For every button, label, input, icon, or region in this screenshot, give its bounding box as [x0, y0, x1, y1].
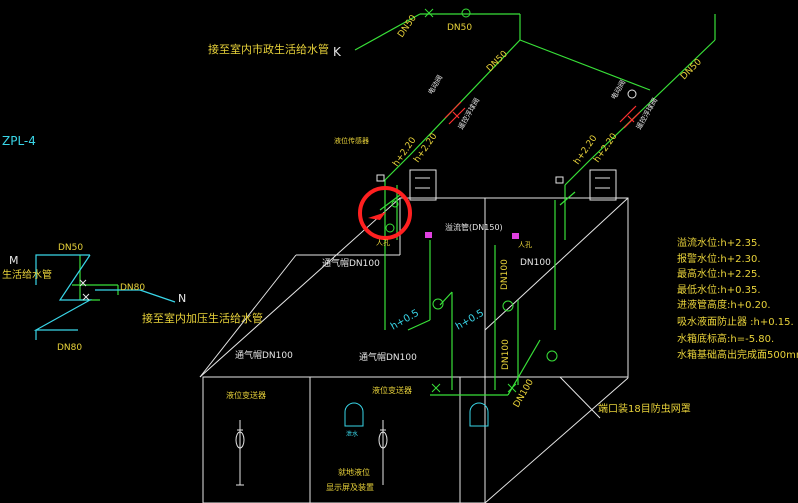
label-drain-box: 泄水	[346, 430, 358, 438]
label-level-sensor-b: 液位变送器	[372, 385, 412, 395]
label-vent-left-bottom: 通气帽DN100	[235, 349, 293, 361]
note-line: 水箱底标高:h=-5.80.	[677, 332, 774, 345]
pipes-green	[72, 13, 716, 396]
label-top-supply: 接至室内市政生活给水管	[208, 42, 329, 56]
note-line: 水箱基础高出完成面500mm.	[677, 348, 798, 361]
label-outlet-note: 端口装18目防虫网罩	[598, 402, 691, 415]
valve-icons	[79, 8, 637, 393]
label-vent-left-top: 通气帽DN100	[322, 257, 380, 269]
label-left-supply: 生活给水管	[2, 268, 52, 281]
label-dn50-right: DN50	[679, 57, 704, 82]
label-m: M	[9, 254, 19, 267]
valve-icons-red	[444, 101, 641, 129]
note-line: 进液管高度:h+0.20.	[677, 298, 771, 311]
label-dn80-bottom: DN80	[57, 343, 82, 353]
label-level-gauge-top: 液位传感器	[334, 136, 369, 145]
manhole-icons	[376, 174, 564, 239]
label-valve-left: 电动阀	[426, 73, 444, 96]
red-circle-highlight-icon	[358, 186, 412, 240]
level-gauges	[235, 402, 489, 486]
label-k: K	[333, 45, 342, 59]
water-level-notes: 溢流水位:h+2.35. 报警水位:h+2.30. 最高水位:h+2.25. 最…	[677, 236, 798, 361]
tank-outlines	[199, 169, 629, 503]
note-line: 报警水位:h+2.30.	[677, 252, 761, 265]
label-pressure-pipe: 接至室内加压生活给水管	[142, 311, 263, 325]
label-dn100-right: DN100	[520, 258, 551, 268]
label-valve-right: 电动阀	[609, 78, 627, 101]
label-vent-mid-bottom: 通气帽DN100	[359, 351, 417, 363]
label-dn50-left: DN50	[58, 243, 83, 253]
label-zpl: ZPL-4	[2, 134, 36, 148]
note-line: 溢流水位:h+2.35.	[677, 236, 761, 249]
label-overflow: 溢流管(DN150)	[445, 222, 503, 232]
label-h05-b: h+0.5	[454, 308, 486, 333]
pipes-cyan	[33, 254, 176, 340]
label-dn100-tall: DN100	[501, 339, 511, 370]
label-dn50-top-b: DN50	[447, 23, 472, 33]
note-line: 最高水位:h+2.25.	[677, 267, 761, 280]
label-bottom-note-b: 显示屏及装置	[326, 482, 374, 492]
note-line: 吸水液面防止器 :h+0.15.	[677, 315, 794, 328]
label-bottom-note-a: 就地液位	[338, 467, 370, 477]
label-h-right-b: h+2.20	[592, 131, 619, 164]
label-h-left-a: h+2.20	[391, 135, 418, 168]
label-dn50-top-a: DN50	[396, 13, 419, 40]
label-ladder-right: 人孔	[518, 241, 532, 249]
label-dn80-left: DN80	[120, 283, 145, 293]
label-dn100-v: DN100	[500, 259, 510, 290]
label-dn50-mid: DN50	[485, 49, 510, 74]
label-h05-a: h+0.5	[389, 308, 421, 333]
note-line: 最低水位:h+0.35.	[677, 283, 761, 296]
label-n: N	[178, 292, 186, 305]
label-ladder-left: 人孔	[376, 239, 390, 247]
label-level-sensor-a: 液位变送器	[226, 390, 266, 400]
